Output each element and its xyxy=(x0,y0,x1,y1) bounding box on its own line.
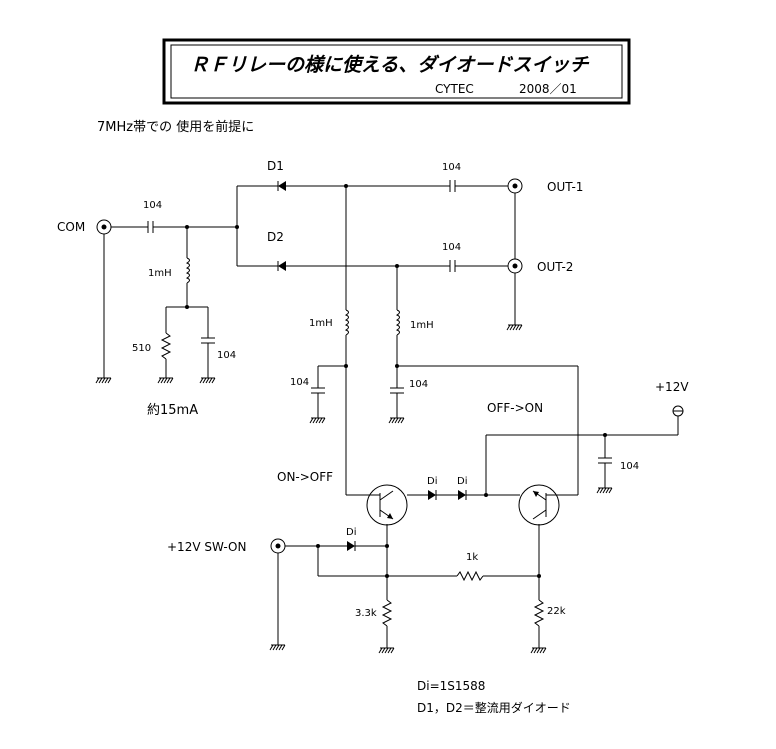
cap-bias-label: 104 xyxy=(217,350,236,361)
current-label: 約15mA xyxy=(147,403,198,418)
di-c-label: Di xyxy=(346,527,356,538)
di-b-label: Di xyxy=(457,476,467,487)
usage-note: 7MHz帯での 使用を前提に xyxy=(97,119,254,135)
com-label: COM xyxy=(57,220,85,234)
bias-chokes: 1mH 104 1mH 104 xyxy=(290,186,579,496)
outputs: OUT-1 OUT-2 xyxy=(506,178,583,331)
title-block: ＲＦリレーの様に使える、ダイオードスイッチ CYTEC 2008／01 xyxy=(162,38,631,105)
res-33k-label: 3.3k xyxy=(355,608,377,619)
sw-on-label: +12V SW-ON xyxy=(167,540,246,554)
supply-section: +12V 104 OFF->ON xyxy=(484,380,689,497)
supply-label: +12V xyxy=(655,380,689,394)
off-on-label: OFF->ON xyxy=(487,401,543,415)
switch-section: ON->OFF Di Di xyxy=(277,470,578,600)
res-510-label: 510 xyxy=(132,343,151,354)
ind-com-label: 1mH xyxy=(148,268,172,279)
cap-supply-label: 104 xyxy=(620,461,639,472)
res-1k-label: 1k xyxy=(466,552,478,563)
d12-note: D1，D2＝整流用ダイオード xyxy=(417,700,571,715)
on-off-label: ON->OFF xyxy=(277,470,333,484)
cap-com-label: 104 xyxy=(143,200,162,211)
cap-out1-label: 104 xyxy=(442,162,461,173)
com-section: COM 104 1mH 510 104 約15mA xyxy=(57,200,239,418)
di-note: Di=1S1588 xyxy=(417,679,485,693)
d1-label: D1 xyxy=(267,159,284,173)
title: ＲＦリレーの様に使える、ダイオードスイッチ xyxy=(190,54,589,76)
cap-d1-label: 104 xyxy=(290,377,309,388)
ind-d2-label: 1mH xyxy=(410,320,434,331)
out2-label: OUT-2 xyxy=(537,260,573,274)
di-a-label: Di xyxy=(427,476,437,487)
cap-d2-label: 104 xyxy=(409,379,428,390)
out1-label: OUT-1 xyxy=(547,180,583,194)
diode-branches: D1 104 D2 104 xyxy=(236,159,508,272)
d2-label: D2 xyxy=(267,230,284,244)
sw-on-section: +12V SW-ON Di 1k 3.3k 22k xyxy=(167,527,566,654)
date: 2008／01 xyxy=(519,82,577,96)
res-22k-label: 22k xyxy=(547,606,566,617)
ind-d1-label: 1mH xyxy=(309,318,333,329)
cap-out2-label: 104 xyxy=(442,242,461,253)
author: CYTEC xyxy=(435,82,474,96)
